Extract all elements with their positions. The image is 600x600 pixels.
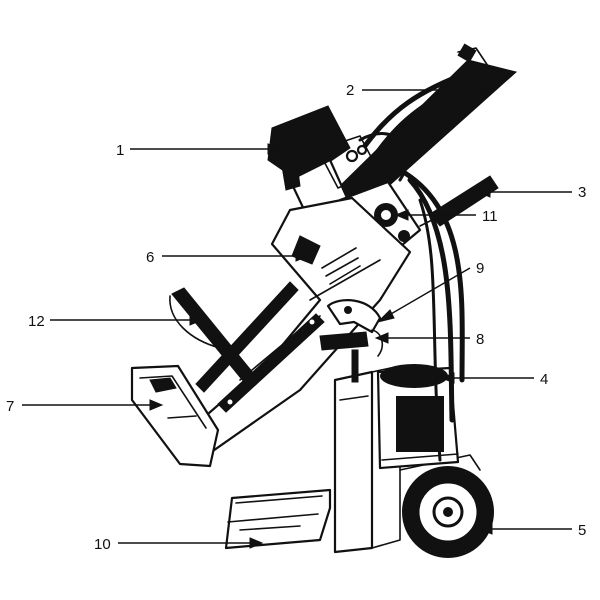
leader-line-9: [383, 267, 471, 319]
wedge-head: [267, 105, 379, 220]
callout-2: 2: [346, 82, 354, 99]
arrowhead-10: [249, 537, 264, 549]
callout-8: 8: [476, 331, 484, 348]
callout-10: 10: [94, 536, 111, 553]
arrowhead-9: [376, 309, 395, 323]
operating-lever: [419, 175, 499, 227]
callout-4: 4: [540, 371, 548, 388]
arrowhead-12: [189, 314, 204, 326]
arrowhead-2: [477, 84, 492, 96]
callout-7: 7: [6, 398, 14, 415]
arrowhead-1: [267, 143, 282, 155]
callout-5: 5: [578, 522, 586, 539]
arrowhead-8: [374, 332, 389, 344]
callout-3: 3: [578, 184, 586, 201]
arrowhead-11: [394, 209, 409, 221]
arrowhead-7: [149, 399, 164, 411]
tilt-lock: [319, 299, 384, 383]
arrowhead-3: [476, 186, 491, 198]
callout-numbers: 1 2 3 4 5 6 7 8 9 10 11 12: [6, 82, 586, 553]
log-cradle-arm: [169, 287, 255, 383]
log-splitter-drawing: [130, 43, 518, 558]
callout-11: 11: [482, 208, 498, 225]
callout-1: 1: [116, 142, 124, 159]
arrowhead-6: [295, 250, 310, 262]
arrowhead-5: [478, 523, 493, 535]
callout-9: 9: [476, 260, 484, 277]
arrowhead-4: [440, 372, 455, 384]
callout-6: 6: [146, 249, 154, 266]
side-rails: [195, 281, 325, 413]
wheel: [399, 454, 494, 558]
foot-plate: [224, 488, 332, 550]
beam-end-plate: [130, 364, 220, 468]
callout-leaders: [22, 84, 572, 549]
callout-12: 12: [28, 313, 45, 330]
